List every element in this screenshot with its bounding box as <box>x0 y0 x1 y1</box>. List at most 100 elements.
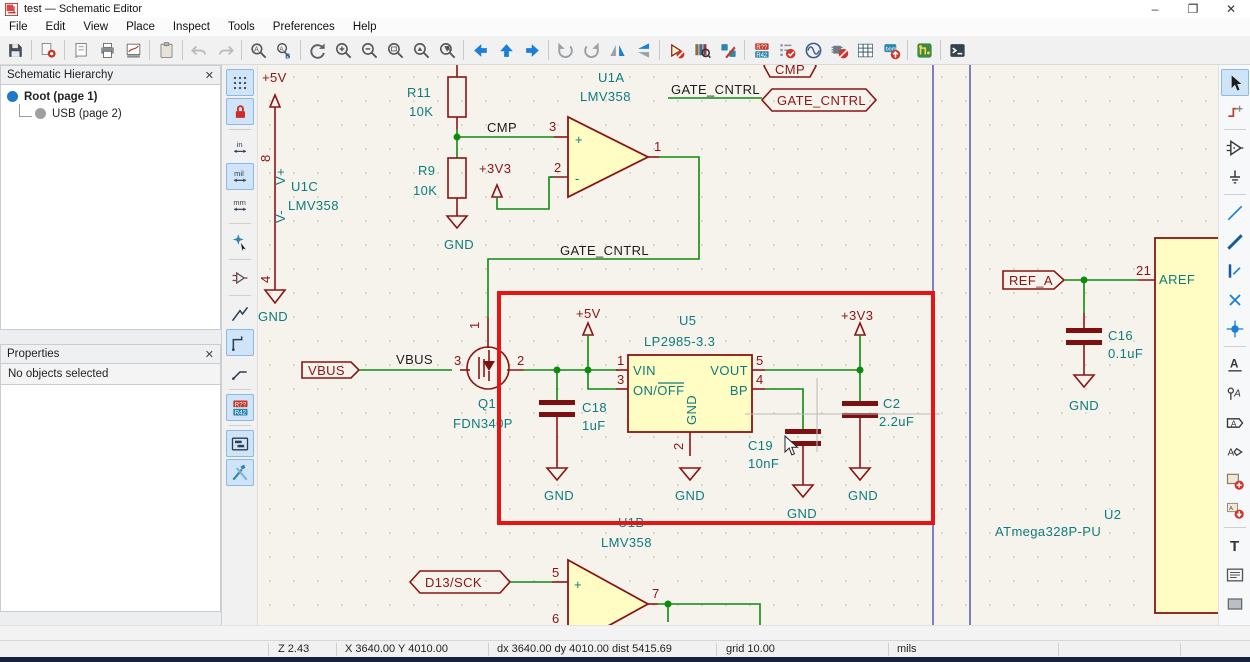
wire-gate-cntrl[interactable] <box>487 156 700 317</box>
menu-file[interactable]: File <box>9 21 28 33</box>
zoom-in-button[interactable] <box>330 38 356 63</box>
opamp-u1c-power-unit[interactable]: +5V GND 8 V+ V- 4 U1C LMV358 <box>258 70 339 324</box>
global-label-vbus[interactable]: VBUS <box>301 361 361 379</box>
pcb-editor-button[interactable] <box>911 38 937 63</box>
nav-up-button[interactable] <box>493 38 519 63</box>
redo-button[interactable] <box>212 38 238 63</box>
text-button[interactable]: T <box>1221 532 1249 559</box>
opamp-u1a[interactable]: + - 2 1 U1A LMV358 <box>550 70 662 199</box>
zoom-out-button[interactable] <box>356 38 382 63</box>
place-symbol-button[interactable] <box>1221 134 1249 161</box>
global-label-ref-a[interactable]: REF_A <box>1002 270 1066 290</box>
resistor-r9[interactable]: GND R9 10K <box>413 157 474 252</box>
show-hidden-pins-button[interactable] <box>663 38 689 63</box>
resistor-r11[interactable]: R11 10K <box>407 65 467 129</box>
hidden-pins-button[interactable] <box>226 264 254 291</box>
grid-lock-button[interactable] <box>225 98 254 125</box>
power-3v3-right[interactable]: +3V3 <box>841 308 873 370</box>
close-button[interactable]: ✕ <box>1225 2 1237 16</box>
unit-mm-button[interactable]: mm <box>226 192 254 219</box>
45-lines-button[interactable] <box>226 358 254 385</box>
net-label-vbus[interactable]: VBUS <box>396 352 433 367</box>
fields-table-button[interactable] <box>852 38 878 63</box>
nav-left-button[interactable] <box>467 38 493 63</box>
hierarchy-panel-header[interactable]: Schematic Hierarchy ✕ <box>0 65 221 85</box>
print-button[interactable] <box>94 38 120 63</box>
junction-button[interactable] <box>1221 315 1249 342</box>
no-connect-button[interactable] <box>1221 286 1249 313</box>
minimize-button[interactable]: – <box>1151 2 1159 16</box>
mcu-u2[interactable]: AREF U2 ATmega328P-PU <box>995 237 1218 614</box>
scripting-console-button[interactable] <box>944 38 970 63</box>
zoom-page-button[interactable] <box>382 38 408 63</box>
capacitor-c18[interactable]: GND C18 1uF <box>539 370 607 503</box>
hier-sheet-button[interactable] <box>1221 467 1249 494</box>
wire-button[interactable] <box>1221 199 1249 226</box>
tree-item-usb[interactable]: USB (page 2) <box>1 104 220 122</box>
properties-panel-button[interactable] <box>225 459 254 486</box>
simulator-button[interactable] <box>800 38 826 63</box>
global-label-cmp[interactable]: CMP <box>763 65 817 78</box>
erc-button[interactable] <box>774 38 800 63</box>
bom-button[interactable]: bom <box>878 38 904 63</box>
global-label-d13-sck[interactable]: D13/SCK <box>408 570 512 594</box>
netclass-directive-button[interactable]: A <box>1221 380 1249 407</box>
grid-button[interactable] <box>225 69 254 96</box>
highlight-net-button[interactable] <box>1221 98 1249 125</box>
regulator-u5[interactable]: U5 LP2985-3.3 VIN ON/OFF VOUT BP GND 2 G… <box>627 313 765 503</box>
net-label-cmp[interactable]: CMP <box>487 120 517 135</box>
place-power-button[interactable] <box>1221 163 1249 190</box>
hierarchy-panel-button[interactable] <box>225 430 254 457</box>
menu-preferences[interactable]: Preferences <box>272 21 335 33</box>
zoom-selection-button[interactable] <box>434 38 460 63</box>
capacitor-c2[interactable]: GND C2 2.2uF <box>842 370 914 503</box>
library-browser-button[interactable] <box>689 38 715 63</box>
plot-button[interactable] <box>120 38 146 63</box>
menu-help[interactable]: Help <box>352 21 377 33</box>
properties-panel-header[interactable]: Properties ✕ <box>0 344 221 364</box>
restore-button[interactable]: ❐ <box>1187 2 1199 16</box>
net-label-gate-cntrl[interactable]: GATE_CNTRL <box>560 243 649 258</box>
bus-button[interactable] <box>1221 228 1249 255</box>
assign-footprints-button[interactable] <box>826 38 852 63</box>
capacitor-c16[interactable]: GND C16 0.1uF <box>1066 280 1143 413</box>
undo-button[interactable] <box>186 38 212 63</box>
power-5v-mid[interactable]: +5V <box>576 306 601 370</box>
unit-mil-button[interactable]: mil <box>225 163 254 190</box>
global-label-button[interactable]: A <box>1221 409 1249 436</box>
global-label-gate-cntrl[interactable]: GATE_CNTRL GATE_CNTRL <box>668 82 878 112</box>
hv-lines-button[interactable] <box>225 329 254 356</box>
find-button[interactable]: A <box>245 38 271 63</box>
edit-footprints-button[interactable] <box>715 38 741 63</box>
page-setup-button[interactable] <box>68 38 94 63</box>
opamp-u1b[interactable]: U1B LMV358 + 5 6 7 <box>552 515 660 625</box>
menu-place[interactable]: Place <box>126 21 155 33</box>
menu-edit[interactable]: Edit <box>45 21 66 33</box>
menu-tools[interactable]: Tools <box>227 21 255 33</box>
cursor-crosshair-button[interactable] <box>226 228 254 255</box>
sheet-pin-button[interactable]: A <box>1221 496 1249 523</box>
r-cursor-button[interactable] <box>1220 69 1249 96</box>
hierarchy-close-icon[interactable]: ✕ <box>204 69 214 82</box>
schematic-setup-button[interactable] <box>35 38 61 63</box>
free-angle-button[interactable] <box>226 300 254 327</box>
capacitor-c19[interactable]: GND C19 10nF <box>748 388 821 521</box>
textbox-button[interactable] <box>1221 561 1249 588</box>
zoom-objects-button[interactable] <box>408 38 434 63</box>
horizontal-scrollbar[interactable] <box>0 625 1250 641</box>
menu-view[interactable]: View <box>83 21 109 33</box>
nav-right-button[interactable] <box>519 38 545 63</box>
rectangle-button[interactable] <box>1221 590 1249 617</box>
rotate-ccw-button[interactable] <box>552 38 578 63</box>
mirror-h-button[interactable] <box>604 38 630 63</box>
unit-in-button[interactable]: in <box>226 134 254 161</box>
save-button[interactable] <box>2 38 28 63</box>
find-replace-button[interactable]: AB <box>271 38 297 63</box>
hier-label-button[interactable]: A <box>1221 438 1249 465</box>
mirror-v-button[interactable] <box>630 38 656 63</box>
mosfet-q1[interactable]: 2 Q1 FDN340P <box>453 317 525 431</box>
annotate-auto-button[interactable]: R??R42 <box>225 394 254 421</box>
properties-close-icon[interactable]: ✕ <box>204 348 214 361</box>
annotate-button[interactable]: R??R42 <box>748 38 774 63</box>
menu-inspect[interactable]: Inspect <box>172 21 210 33</box>
